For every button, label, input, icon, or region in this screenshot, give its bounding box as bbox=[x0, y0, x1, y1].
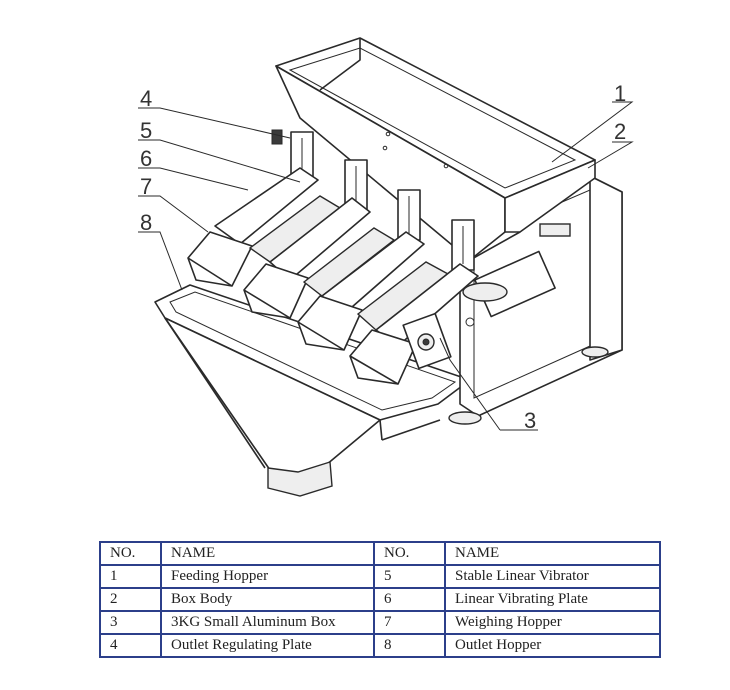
cell-no: 2 bbox=[99, 587, 162, 612]
cell-name: Linear Vibrating Plate bbox=[444, 587, 661, 612]
callout-2: 2 bbox=[614, 119, 626, 144]
lane-1 bbox=[187, 129, 342, 287]
cell-no: 8 bbox=[373, 633, 446, 658]
cell-no: 7 bbox=[373, 610, 446, 635]
cell-no: 4 bbox=[99, 633, 162, 658]
table-row: 2 Box Body 6 Linear Vibrating Plate bbox=[99, 587, 661, 612]
callout-7: 7 bbox=[140, 174, 152, 199]
callout-6: 6 bbox=[140, 146, 152, 171]
table-header-row: NO. NAME NO. NAME bbox=[99, 541, 661, 566]
feeding-hopper bbox=[275, 37, 596, 261]
callout-4: 4 bbox=[140, 86, 152, 111]
lane-4 bbox=[349, 219, 479, 385]
cell-name: Weighing Hopper bbox=[444, 610, 661, 635]
cell-name: Stable Linear Vibrator bbox=[444, 564, 661, 589]
lane-3 bbox=[297, 189, 450, 351]
table-row: 3 3KG Small Aluminum Box 7 Weighing Hopp… bbox=[99, 610, 661, 635]
table-row: 4 Outlet Regulating Plate 8 Outlet Hoppe… bbox=[99, 633, 661, 658]
callout-1: 1 bbox=[614, 81, 626, 106]
cell-name: Outlet Regulating Plate bbox=[160, 633, 375, 658]
cell-name: Feeding Hopper bbox=[160, 564, 375, 589]
lane-2 bbox=[243, 159, 396, 319]
leader-lines bbox=[138, 101, 634, 431]
table-row: 1 Feeding Hopper 5 Stable Linear Vibrato… bbox=[99, 564, 661, 589]
header-no-2: NO. bbox=[373, 541, 446, 566]
cell-no: 3 bbox=[99, 610, 162, 635]
parts-table: NO. NAME NO. NAME 1 Feeding Hopper 5 Sta… bbox=[99, 541, 661, 658]
header-name-1: NAME bbox=[160, 541, 375, 566]
header-no-1: NO. bbox=[99, 541, 162, 566]
callout-3: 3 bbox=[524, 408, 536, 433]
cell-name: Outlet Hopper bbox=[444, 633, 661, 658]
cell-name: 3KG Small Aluminum Box bbox=[160, 610, 375, 635]
cell-no: 5 bbox=[373, 564, 446, 589]
machine-diagram: 1 2 3 4 5 6 7 8 bbox=[138, 37, 634, 497]
cell-no: 6 bbox=[373, 587, 446, 612]
callout-8: 8 bbox=[140, 210, 152, 235]
header-name-2: NAME bbox=[444, 541, 661, 566]
outlet-hopper bbox=[154, 284, 471, 497]
cell-no: 1 bbox=[99, 564, 162, 589]
callout-5: 5 bbox=[140, 118, 152, 143]
cell-name: Box Body bbox=[160, 587, 375, 612]
